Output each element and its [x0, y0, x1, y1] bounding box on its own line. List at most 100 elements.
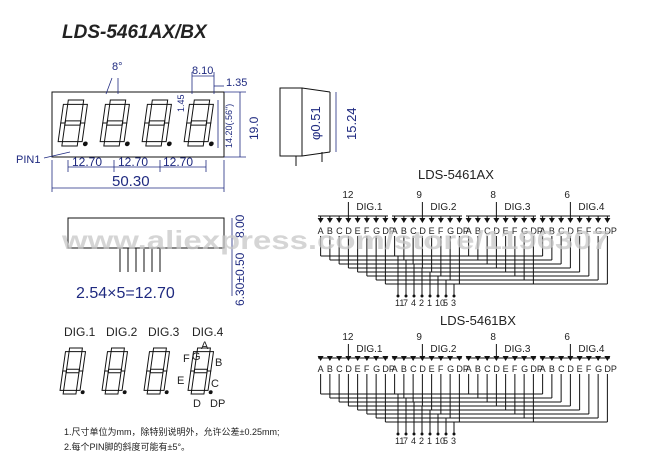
- row-spacing-label: 15.24: [344, 107, 359, 140]
- led-diode: [539, 218, 546, 223]
- segment-label: D: [567, 226, 574, 236]
- segment-label: A: [466, 226, 472, 236]
- output-pin-label: 3: [451, 298, 456, 308]
- segment-label: A: [392, 364, 398, 374]
- led-diode: [428, 356, 435, 361]
- led-diode: [326, 218, 333, 223]
- pin-dia-label: φ0.51: [308, 106, 323, 140]
- led-diode: [382, 356, 389, 361]
- led-diode: [373, 356, 380, 361]
- segment-label: C: [336, 364, 343, 374]
- output-pin-dot: [404, 294, 408, 298]
- segment-label: E: [577, 364, 583, 374]
- segment-b: [163, 103, 172, 124]
- segment-label: B: [549, 364, 555, 374]
- led-diode: [484, 218, 491, 223]
- led-diode: [382, 218, 389, 223]
- front-digit-3: [141, 99, 172, 147]
- led-diode: [317, 218, 324, 223]
- segment-c: [75, 370, 84, 391]
- common-pin-label: 8: [490, 332, 496, 343]
- segment-f: [186, 103, 195, 124]
- led-diode: [576, 218, 583, 223]
- segment-label: E: [503, 364, 509, 374]
- bottom-view: 2.54×5=12.70 6.30±0.50 8.00: [67, 214, 247, 306]
- segment-label: G: [595, 364, 602, 374]
- segment-label: A: [540, 226, 546, 236]
- led-diode: [447, 356, 454, 361]
- segment-f: [60, 103, 69, 124]
- seg-stroke-label: 1.45: [176, 94, 186, 112]
- segment-label: DP: [456, 364, 469, 374]
- segment-a: [67, 99, 85, 105]
- segment-g: [190, 120, 208, 126]
- output-pin-dot: [436, 294, 440, 298]
- led-diode: [437, 218, 444, 223]
- digit-label: DIG.2: [430, 344, 457, 355]
- segment-label: F: [512, 364, 518, 374]
- pitch-3: 12.70: [163, 155, 193, 169]
- segment-label: DP: [456, 226, 469, 236]
- segment-b: [120, 351, 129, 372]
- digit-label: DIG.4: [578, 202, 605, 213]
- led-diode: [317, 356, 324, 361]
- pin-pitch-label: 2.54×5=12.70: [76, 285, 175, 302]
- led-diode: [567, 218, 574, 223]
- segment-label: E: [355, 364, 361, 374]
- segment-c: [203, 370, 212, 391]
- digit-label: DIG.3: [504, 344, 531, 355]
- segment-g: [64, 120, 82, 126]
- led-diode: [345, 356, 352, 361]
- segment-label: C: [558, 364, 565, 374]
- segment-label: D: [493, 364, 500, 374]
- segment-a: [109, 99, 127, 105]
- segment-c: [159, 370, 168, 391]
- segment-f: [104, 351, 112, 372]
- segment-label: D: [567, 364, 574, 374]
- segment-b: [205, 103, 214, 124]
- common-pin-label: 12: [342, 190, 354, 201]
- led-diode: [558, 356, 565, 361]
- segment-label: C: [410, 364, 417, 374]
- segment-label: G: [595, 226, 602, 236]
- segment-b: [121, 103, 130, 124]
- led-diode: [595, 356, 602, 361]
- segment-label: A: [466, 364, 472, 374]
- segment-label: G: [447, 364, 454, 374]
- segment-a: [110, 347, 125, 353]
- led-diode: [493, 356, 500, 361]
- segment-label: G: [373, 364, 380, 374]
- segment-label: G: [521, 226, 528, 236]
- char-height-label: 14.20(.56"): [224, 104, 234, 148]
- segment-label: G: [447, 226, 454, 236]
- output-pin-label: 11: [395, 298, 404, 308]
- output-pin-label: 2: [419, 298, 424, 308]
- segment-label: A: [540, 364, 546, 374]
- output-pin-dot: [444, 294, 448, 298]
- segment-c: [77, 122, 86, 143]
- output-pin-dot: [396, 294, 400, 298]
- led-diode: [345, 218, 352, 223]
- segment-dp: [208, 390, 213, 395]
- segment-b: [78, 351, 87, 372]
- segment-label: F: [364, 226, 370, 236]
- segment-label: F: [586, 226, 592, 236]
- segment-f: [144, 103, 153, 124]
- led-diode: [336, 218, 343, 223]
- front-digit-4: [183, 99, 214, 147]
- segment-label: C: [558, 226, 565, 236]
- segment-label: E: [577, 226, 583, 236]
- common-pin-label: 9: [416, 190, 422, 201]
- output-pin-label: 3: [451, 436, 456, 446]
- led-diode: [419, 218, 426, 223]
- led-diode: [511, 218, 518, 223]
- segment-label: B: [549, 226, 555, 236]
- segment-g: [149, 368, 164, 374]
- output-pin-label: 10: [435, 298, 445, 308]
- led-diode: [437, 356, 444, 361]
- led-diode: [354, 218, 361, 223]
- segment-c: [117, 370, 126, 391]
- segment-e: [57, 122, 66, 143]
